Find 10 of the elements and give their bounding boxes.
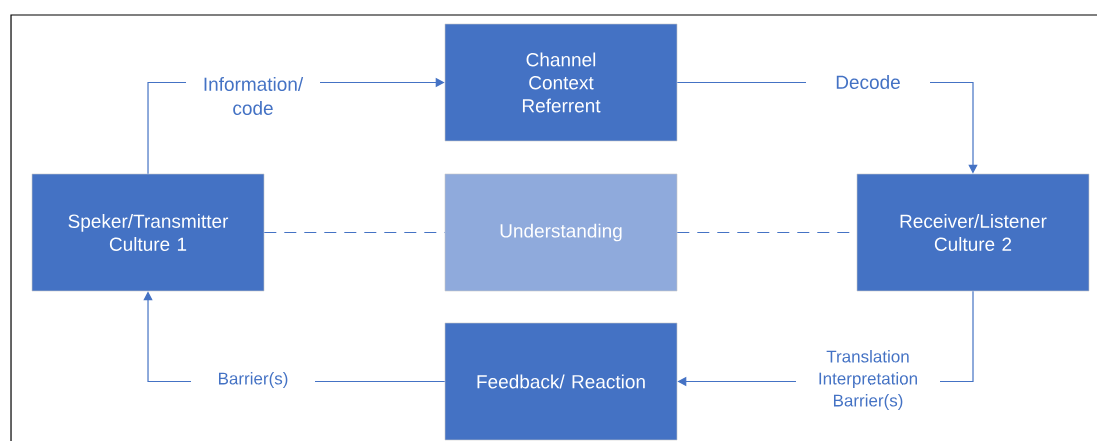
process-box: Speker/Transmitter Culture 1 (31, 173, 265, 292)
edge-label: Translation Interpretation Barrier(s) (796, 348, 940, 412)
edge-label: Barrier(s) (191, 370, 315, 390)
process-box: Receiver/Listener Culture 2 (856, 173, 1090, 292)
dashed-line (263, 231, 446, 234)
edge-label: Information/ code (186, 75, 320, 117)
edge-label: Decode (806, 73, 930, 91)
process-box: Channel Context Referrent (444, 23, 678, 142)
process-box: Understanding (444, 173, 678, 292)
process-box: Feedback/ Reaction (444, 322, 678, 441)
